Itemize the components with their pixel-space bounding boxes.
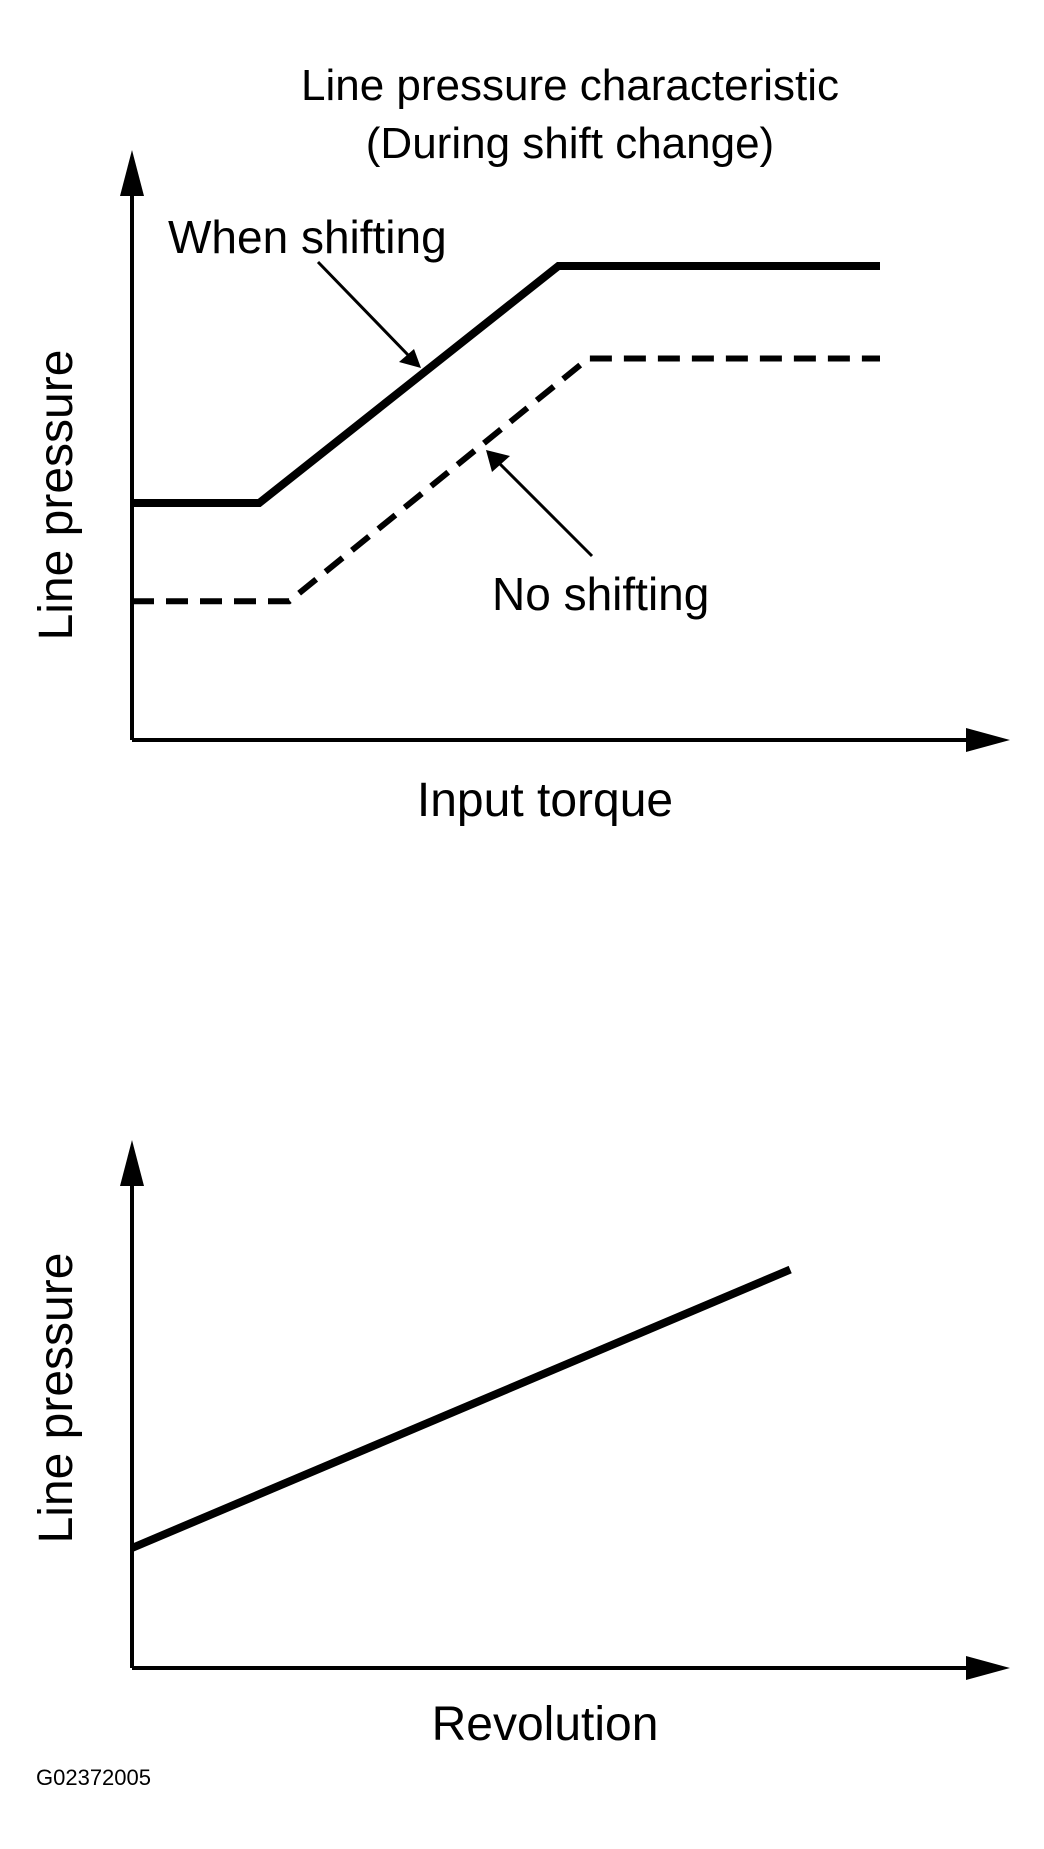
chart-input-torque: Line pressure characteristic (During shi… xyxy=(30,61,1010,827)
leader-when-shifting xyxy=(316,260,412,359)
y-axis-label: Line pressure xyxy=(30,350,83,641)
chart-subtitle: (During shift change) xyxy=(366,119,774,168)
series-when-shifting-line xyxy=(132,262,880,507)
series-no-shifting-line xyxy=(132,355,880,605)
figure-code: G02372005 xyxy=(36,1765,151,1790)
chart-title: Line pressure characteristic xyxy=(301,61,839,110)
x-axis-label: Input torque xyxy=(417,774,673,827)
y-axis-label: Line pressure xyxy=(30,1253,83,1544)
leader-arrow-when-shifting-icon xyxy=(399,349,421,368)
x-axis-arrow-icon xyxy=(966,1656,1010,1680)
chart-revolution: Line pressure Revolution xyxy=(30,1140,1010,1751)
annotation-when-shifting: When shifting xyxy=(168,211,447,263)
y-axis-arrow-icon xyxy=(120,1140,144,1186)
leader-arrow-no-shifting-icon xyxy=(486,450,510,472)
leader-no-shifting xyxy=(496,460,594,558)
series-line-pressure-line xyxy=(130,1265,792,1552)
x-axis-arrow-icon xyxy=(966,728,1010,752)
x-axis-label: Revolution xyxy=(432,1698,659,1751)
y-axis-arrow-icon xyxy=(120,150,144,196)
annotation-no-shifting: No shifting xyxy=(492,568,709,620)
